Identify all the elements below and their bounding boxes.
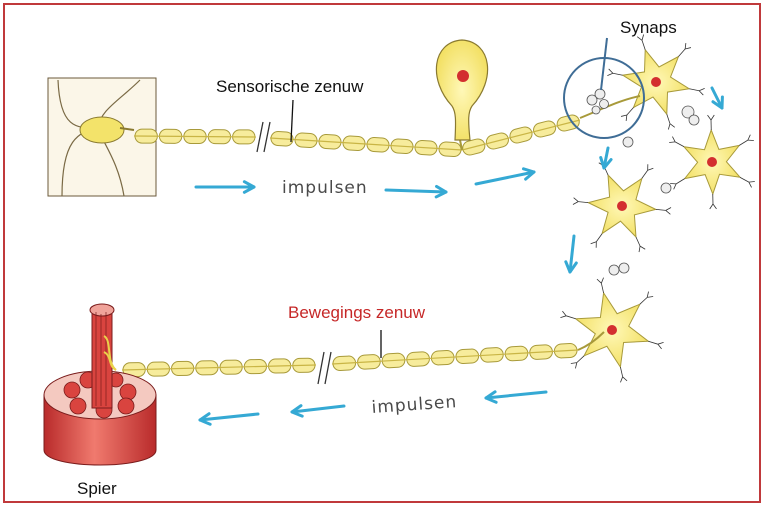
impulse-arrow: [474, 167, 536, 186]
motor-break-marks: [317, 351, 332, 385]
impulses-bottom-label: impulsen: [371, 392, 458, 418]
leader-lines: [290, 99, 382, 358]
nucleus: [707, 157, 717, 167]
interneuron: [560, 277, 664, 383]
muscle: [43, 303, 157, 466]
impulse-arrow: [198, 412, 260, 426]
synapse-leader: [600, 37, 608, 91]
interneurons: [560, 34, 755, 383]
nucleus: [607, 325, 617, 335]
impulse-arrow: [384, 184, 448, 199]
nucleus: [617, 201, 627, 211]
sensory-break-marks: [256, 121, 271, 153]
impulse-arrow: [599, 146, 613, 170]
interneuron: [669, 114, 755, 210]
interneuron: [607, 34, 705, 130]
diagram-border: [3, 3, 761, 503]
impulse-arrows: [194, 86, 724, 426]
impulses-top-label: impulsen: [282, 178, 368, 198]
synapse-terminals: [586, 88, 700, 276]
sensory-nucleus: [457, 70, 469, 82]
sensory-nerve: [133, 114, 581, 158]
sensory-cell-body: [435, 39, 489, 141]
impulse-arrow: [564, 234, 578, 274]
impulse-arrow: [484, 390, 548, 404]
impulse-arrow: [194, 180, 256, 194]
impulse-arrow: [290, 404, 346, 418]
motor-nerve: [121, 342, 579, 378]
motor-nerve-label: Bewegings zenuw: [288, 303, 426, 322]
nucleus: [651, 77, 661, 87]
interneuron: [572, 159, 672, 253]
muscle-label: Spier: [77, 479, 117, 498]
synapse-label: Synaps: [620, 18, 677, 37]
sensory-nerve-label: Sensorische zenuw: [216, 77, 364, 96]
impulse-arrow: [710, 86, 724, 110]
